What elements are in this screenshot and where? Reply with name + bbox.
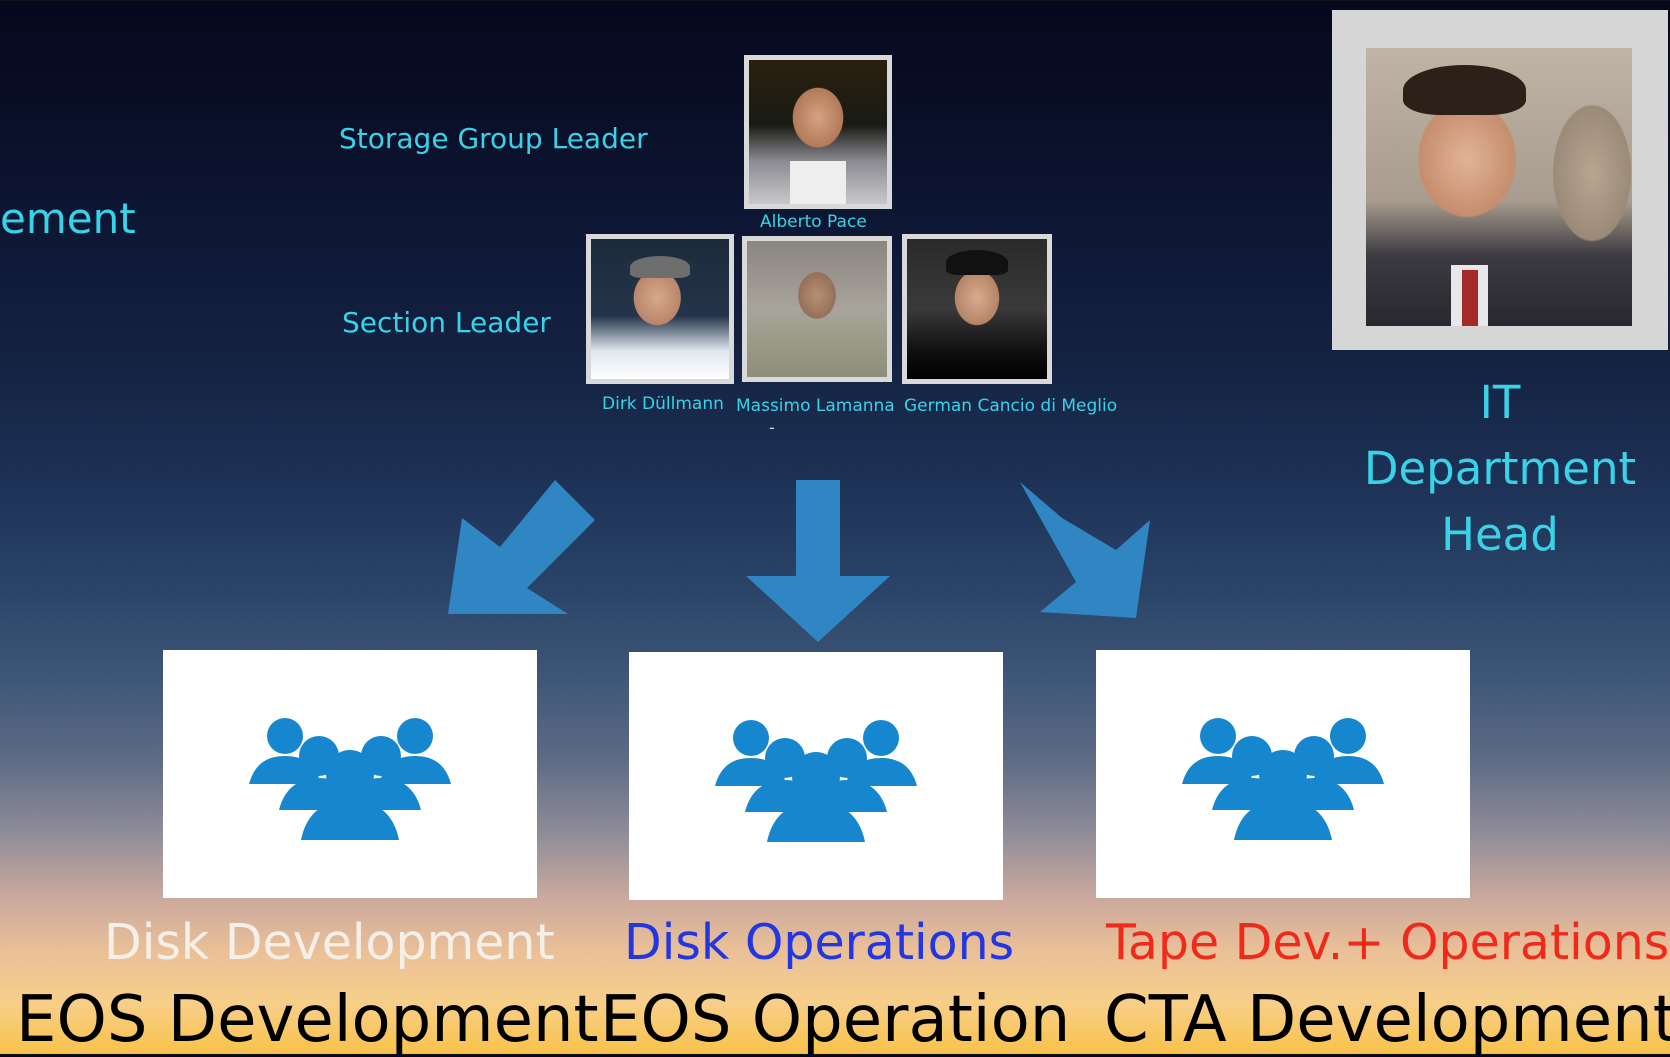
department-head-line-2: Head bbox=[1441, 508, 1559, 561]
team-box-disk-development bbox=[163, 650, 537, 898]
project-label-eos-development: EOS Development bbox=[16, 983, 599, 1057]
department-head-label: IT Department Head bbox=[1340, 370, 1660, 568]
avatar bbox=[747, 241, 887, 377]
section-leader-photo-3 bbox=[902, 234, 1052, 384]
department-head-photo-frame bbox=[1332, 10, 1668, 350]
user-group-icon bbox=[715, 720, 917, 842]
section-leader-label: Section Leader bbox=[342, 306, 551, 339]
group-leader-name: Alberto Pace bbox=[760, 212, 867, 232]
department-head-line-1: IT Department bbox=[1363, 376, 1637, 495]
storage-group-leader-label: Storage Group Leader bbox=[339, 122, 648, 155]
avatar bbox=[749, 60, 887, 204]
section-leader-photo-2 bbox=[742, 236, 892, 382]
user-group-icon bbox=[249, 718, 451, 840]
team-box-disk-operations bbox=[629, 652, 1003, 900]
group-leader-photo bbox=[744, 55, 892, 209]
section-leader-name-2: Massimo Lamanna bbox=[736, 396, 895, 416]
section-leader-name-1: Dirk Düllmann bbox=[602, 394, 724, 414]
left-fragment-text: ement bbox=[0, 194, 136, 243]
arrow-down-icon bbox=[746, 480, 890, 642]
avatar bbox=[591, 239, 729, 379]
arrow-down-right-icon bbox=[1020, 482, 1150, 618]
avatar bbox=[907, 239, 1047, 379]
section-leader-name-3: German Cancio di Meglio bbox=[904, 396, 1118, 416]
arrow-down-left-icon bbox=[448, 480, 595, 614]
dash-text: - bbox=[769, 418, 775, 437]
avatar bbox=[1366, 48, 1632, 326]
project-label-cta-development: CTA Development bbox=[1104, 983, 1670, 1057]
project-label-eos-operation: EOS Operation bbox=[600, 983, 1071, 1057]
team-label-disk-development: Disk Development bbox=[104, 914, 555, 971]
team-label-disk-operations: Disk Operations bbox=[624, 914, 1015, 971]
section-leader-photo-1 bbox=[586, 234, 734, 384]
team-label-tape-operations: Tape Dev.+ Operations bbox=[1106, 914, 1670, 971]
user-group-icon bbox=[1182, 718, 1384, 840]
team-box-tape-operations bbox=[1096, 650, 1470, 898]
